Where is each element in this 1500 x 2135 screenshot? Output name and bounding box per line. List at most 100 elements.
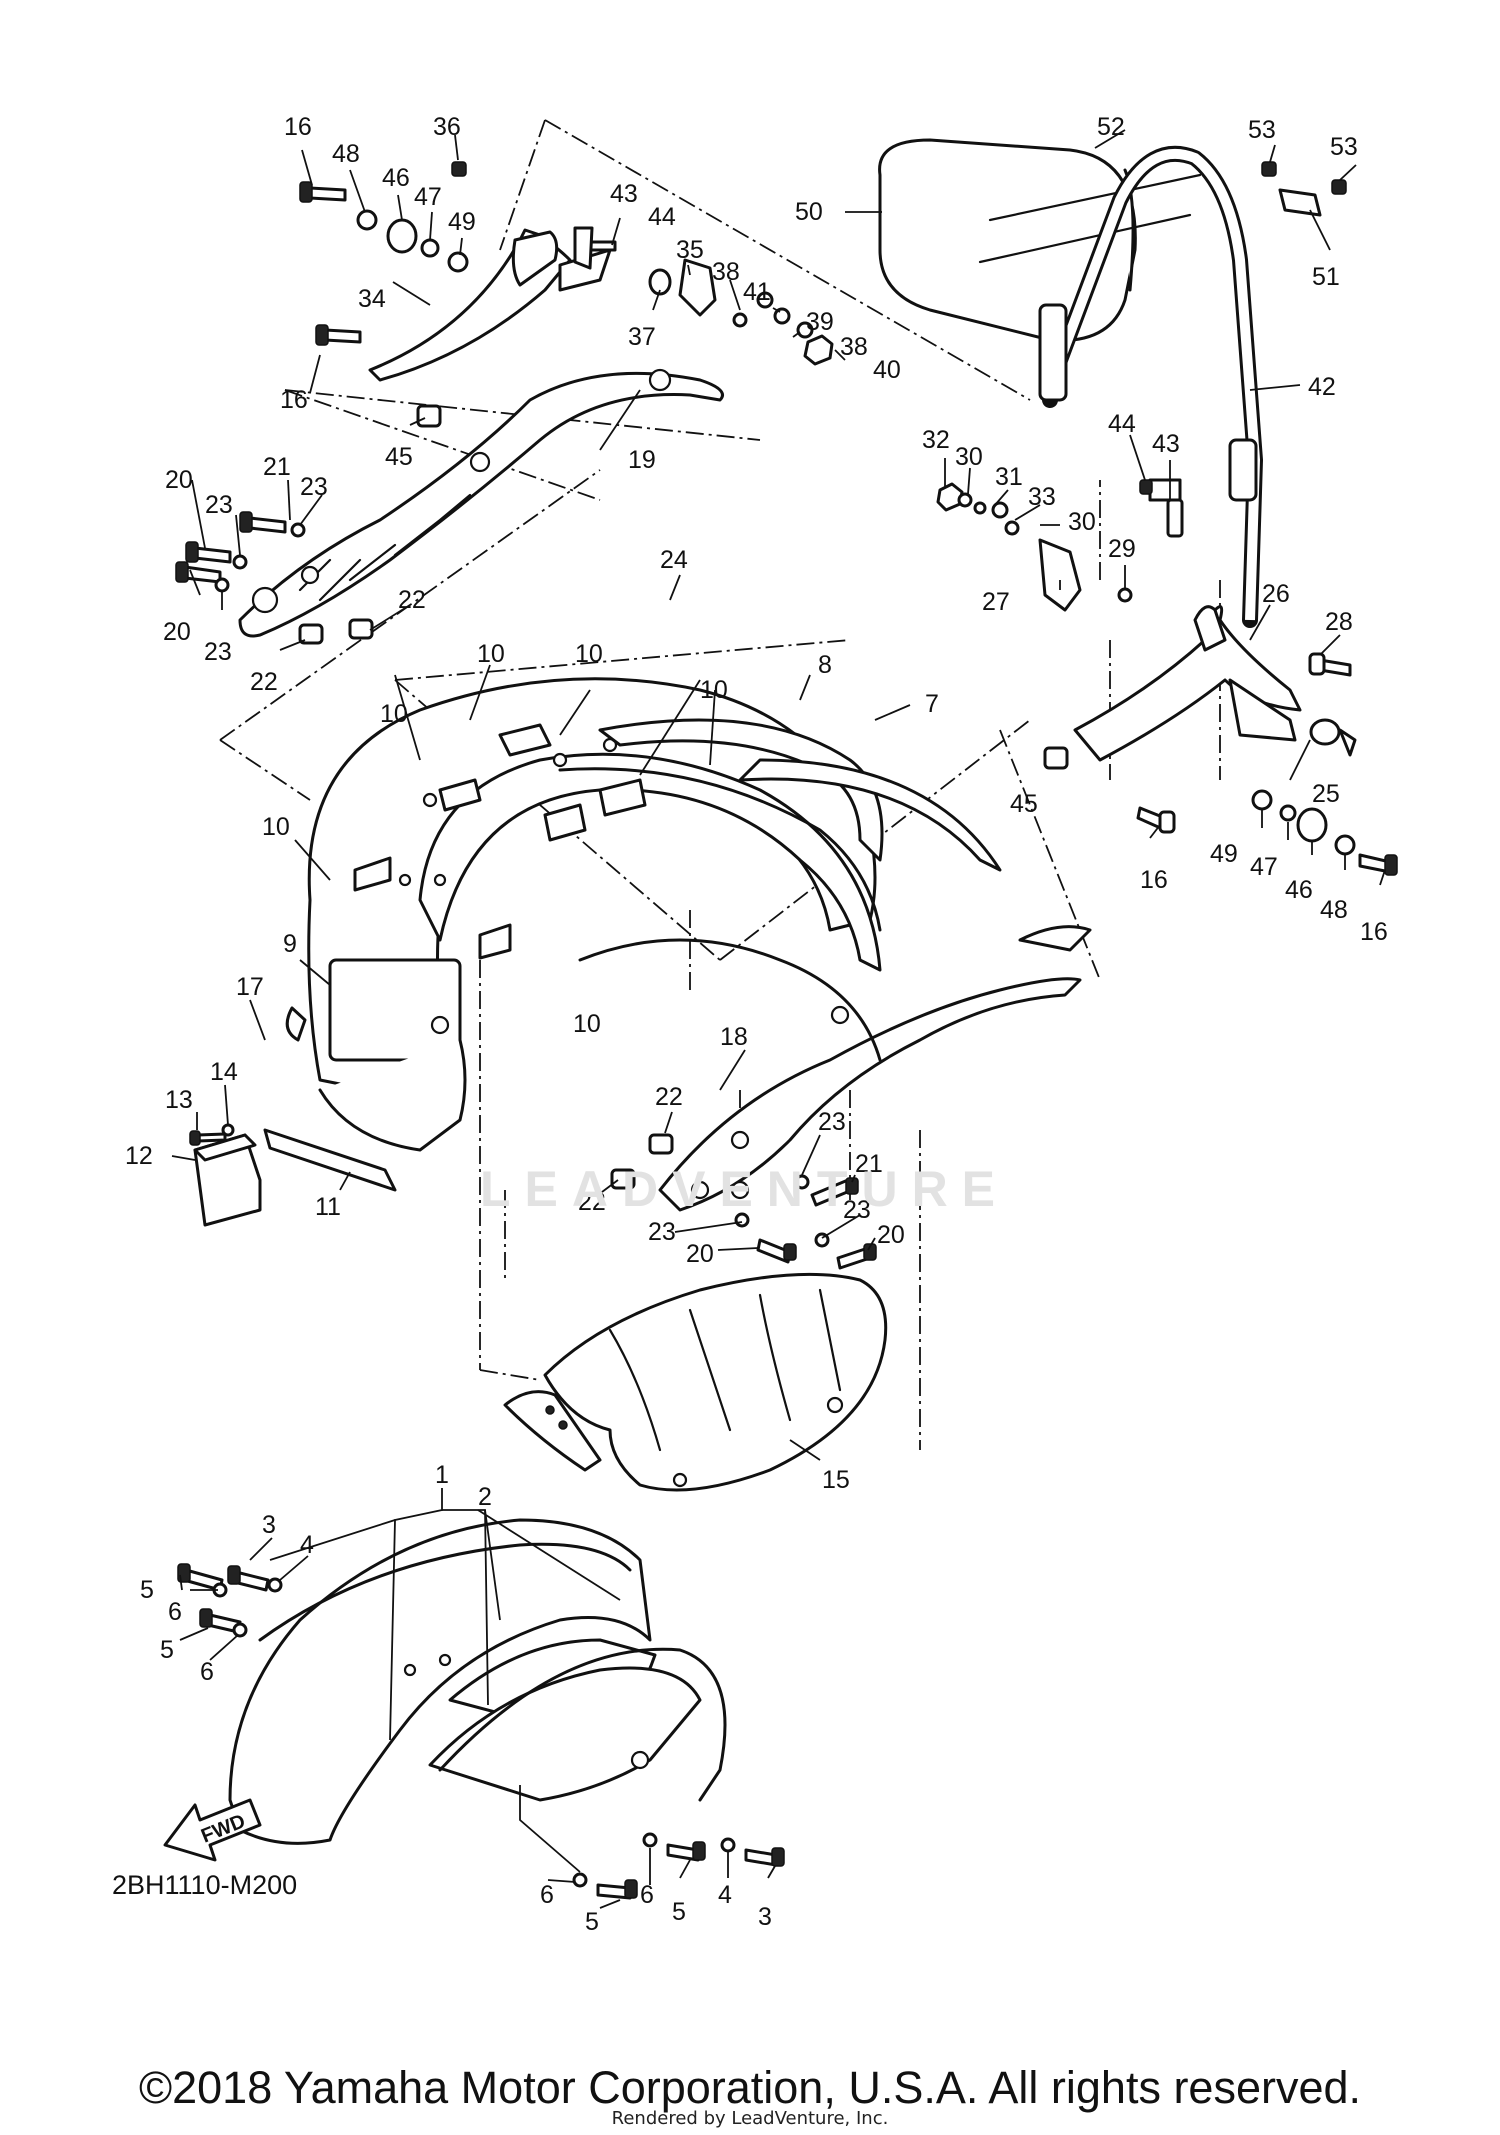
callout-c20a: 20: [165, 466, 193, 494]
diagram-code: 2BH1110-M200: [112, 1870, 298, 1900]
callout-c20c: 20: [686, 1240, 714, 1268]
callout-c29: 29: [1108, 535, 1136, 563]
callout-c9: 9: [283, 930, 297, 958]
callout-c16c: 16: [1140, 866, 1168, 894]
rear-flap: [503, 1272, 888, 1492]
rear-inner-rail: [578, 925, 1092, 1212]
callout-c50: 50: [795, 198, 823, 226]
callout-c32: 32: [922, 426, 950, 454]
reflector-block: [193, 1128, 397, 1227]
callout-c43a: 43: [610, 180, 638, 208]
watermark-text: LEADVENTURE: [480, 1161, 1010, 1217]
callout-c5a: 5: [140, 1576, 154, 1604]
right-side-frame: [1073, 605, 1302, 762]
callout-c44b: 44: [1108, 410, 1136, 438]
callout-c27: 27: [982, 588, 1010, 616]
callout-c40: 40: [873, 356, 901, 384]
callout-c46b: 46: [1285, 876, 1313, 904]
callout-c19: 19: [628, 446, 656, 474]
callout-c18: 18: [720, 1023, 748, 1051]
callout-c5b: 5: [160, 1636, 174, 1664]
callout-c36: 36: [433, 113, 461, 141]
callout-c10f: 10: [573, 1010, 601, 1038]
callout-c38b: 38: [840, 333, 868, 361]
callout-c25: 25: [1312, 780, 1340, 808]
callout-c23f: 23: [648, 1218, 676, 1246]
callout-c17: 17: [236, 973, 264, 1001]
callout-c26: 26: [1262, 580, 1290, 608]
callout-c24: 24: [660, 546, 688, 574]
callout-c13: 13: [165, 1086, 193, 1114]
rendered-by-text: Rendered by LeadVenture, Inc.: [611, 2108, 889, 2129]
callout-c14: 14: [210, 1058, 238, 1086]
callout-c31: 31: [995, 463, 1023, 491]
callout-c1: 1: [435, 1461, 449, 1489]
callout-c52: 52: [1097, 113, 1125, 141]
callout-c21b: 21: [855, 1150, 883, 1178]
callout-c46a: 46: [382, 164, 410, 192]
callout-c15: 15: [822, 1466, 850, 1494]
callout-c22d: 22: [578, 1188, 606, 1216]
callout-c49b: 49: [1210, 840, 1238, 868]
callout-c45a: 45: [385, 443, 413, 471]
rear-fender: [285, 677, 1002, 1152]
left-side-frame: [238, 228, 724, 638]
callout-c2: 2: [478, 1483, 492, 1511]
callout-c6b: 6: [200, 1658, 214, 1686]
leader-lines: [171, 129, 1386, 1909]
callout-c23a: 23: [300, 473, 328, 501]
callout-c22a: 22: [398, 586, 426, 614]
callout-c23c: 23: [204, 638, 232, 666]
callout-c45b: 45: [1010, 790, 1038, 818]
fwd-arrow: FWD: [163, 1798, 262, 1862]
callout-c10b: 10: [575, 640, 603, 668]
callout-c8: 8: [818, 651, 832, 679]
callout-c35: 35: [676, 236, 704, 264]
callout-c48a: 48: [332, 140, 360, 168]
callout-c6c: 6: [540, 1881, 554, 1909]
callout-c28: 28: [1325, 608, 1353, 636]
callout-c53a: 53: [1248, 116, 1276, 144]
callout-labels: 16 48 36 46 47 49 43 44 35 38 41 39 38 4…: [125, 113, 1388, 1936]
callout-c43b: 43: [1152, 430, 1180, 458]
callout-c5c: 5: [585, 1908, 599, 1936]
callout-c5d: 5: [672, 1898, 686, 1926]
backrest-bar: [1038, 145, 1322, 628]
hardware: [175, 161, 1398, 1900]
callout-c4b: 4: [718, 1881, 732, 1909]
callout-c6d: 6: [640, 1881, 654, 1909]
callout-c23e: 23: [843, 1196, 871, 1224]
copyright-text: ©2018 Yamaha Motor Corporation, U.S.A. A…: [138, 2062, 1362, 2113]
callout-c44a: 44: [648, 203, 676, 231]
callout-c23b: 23: [205, 491, 233, 519]
callout-c38a: 38: [712, 258, 740, 286]
callout-c7: 7: [925, 690, 939, 718]
callout-c41: 41: [743, 278, 771, 306]
callout-c48b: 48: [1320, 896, 1348, 924]
callout-c22c: 22: [655, 1083, 683, 1111]
callout-c21a: 21: [263, 453, 291, 481]
callout-c47a: 47: [414, 183, 442, 211]
front-fender: [228, 1518, 727, 1845]
callout-c11: 11: [315, 1193, 341, 1221]
callout-c30a: 30: [955, 443, 983, 471]
callout-c16a: 16: [284, 113, 312, 141]
callout-c10c: 10: [700, 676, 728, 704]
callout-c33: 33: [1028, 483, 1056, 511]
callout-c49a: 49: [448, 208, 476, 236]
callout-c42: 42: [1308, 373, 1336, 401]
callout-c6a: 6: [168, 1598, 182, 1626]
callout-c34: 34: [358, 285, 386, 313]
callout-c10d: 10: [380, 700, 408, 728]
callout-c12: 12: [125, 1142, 153, 1170]
callout-c23d: 23: [818, 1108, 846, 1136]
callout-c10e: 10: [262, 813, 290, 841]
callout-c20d: 20: [877, 1221, 905, 1249]
callout-c53b: 53: [1330, 133, 1358, 161]
callout-c30b: 30: [1068, 508, 1096, 536]
callout-c37: 37: [628, 323, 656, 351]
callout-c10a: 10: [477, 640, 505, 668]
callout-c3a: 3: [262, 1511, 276, 1539]
callout-c16d: 16: [1360, 918, 1388, 946]
